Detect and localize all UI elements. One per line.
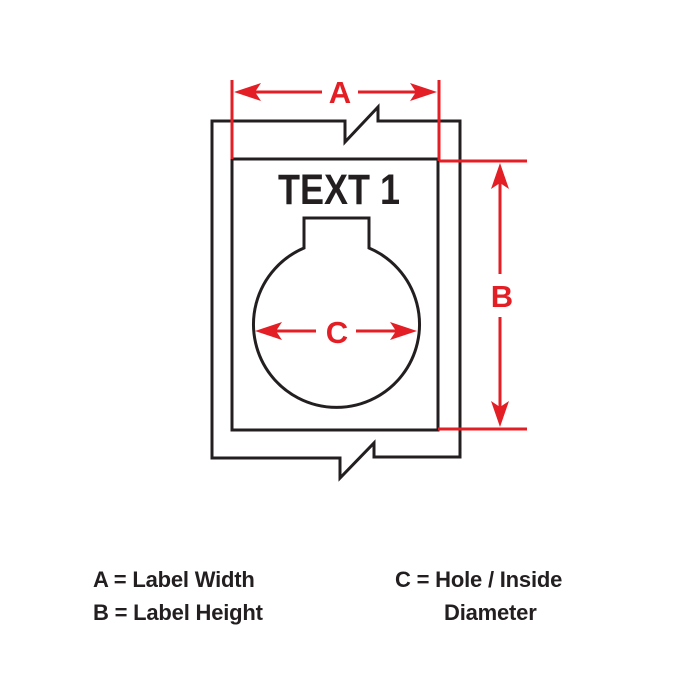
arrowhead-right-icon (410, 83, 437, 101)
outer-liner-outline (210, 103, 462, 482)
legend-item-c-line2: Diameter (444, 600, 537, 625)
arrowhead-left-icon (255, 322, 282, 340)
label-sample-text: TEXT 1 (278, 166, 400, 214)
legend-item-c-line1: C = Hole / Inside (395, 567, 563, 592)
dimension-c-diameter: C (255, 315, 417, 350)
dimension-a-label: A (329, 75, 351, 110)
dimension-a-width: A (230, 75, 441, 161)
legend-item-b: B = Label Height (93, 600, 263, 625)
dimension-c-label: C (326, 315, 348, 350)
dimension-b-label: B (491, 279, 513, 314)
dimension-b-height: B (438, 159, 527, 431)
legend-dimension-c: C = Hole / Inside Diameter (395, 563, 562, 629)
legend-item-a: A = Label Width (93, 567, 255, 592)
arrowhead-right-icon (390, 322, 417, 340)
keyhole-hole-outline (252, 216, 421, 409)
arrowhead-down-icon (491, 401, 509, 427)
arrowhead-up-icon (491, 163, 509, 189)
legend-dimensions-ab: A = Label Width B = Label Height (93, 563, 263, 629)
arrowhead-left-icon (234, 83, 261, 101)
